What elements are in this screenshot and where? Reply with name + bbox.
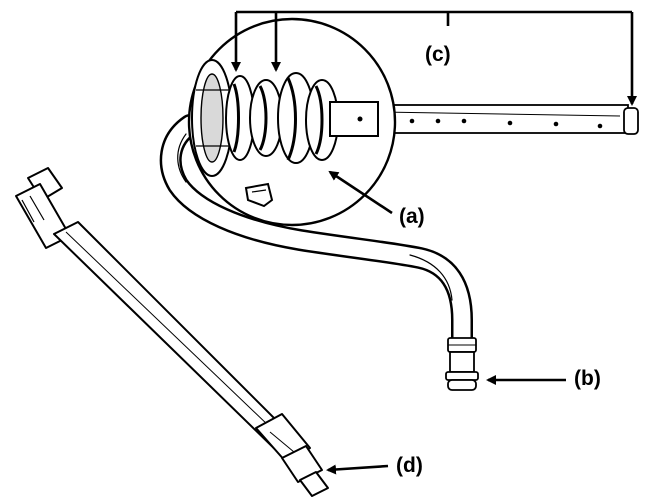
straight-rod	[359, 104, 639, 135]
magnified-detail-circle	[187, 17, 397, 227]
tube-end-fitting	[445, 337, 479, 391]
callout-c: (c)	[425, 43, 451, 66]
callout-b: (b)	[574, 367, 601, 390]
leader-lines	[231, 10, 637, 475]
callout-a: (a)	[399, 205, 425, 228]
bent-outlet-tube	[159, 114, 473, 356]
callout-d: (d)	[396, 454, 423, 477]
straight-tube-d	[15, 167, 329, 497]
